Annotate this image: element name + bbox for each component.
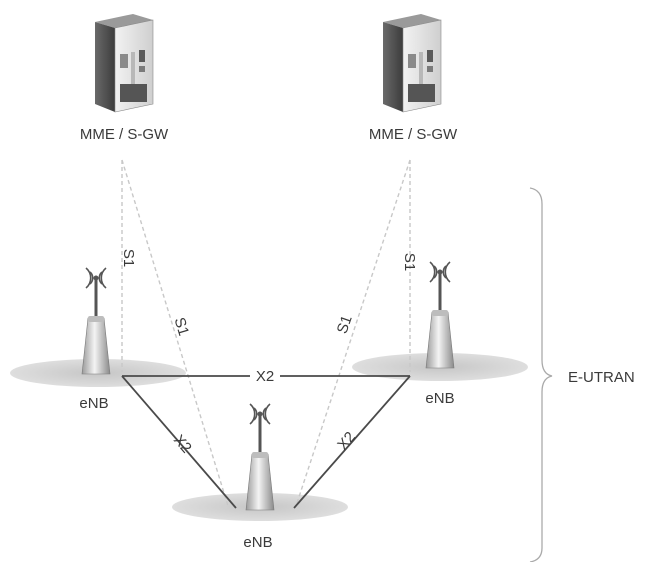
s1-left-vertical-label: S1 bbox=[120, 249, 137, 267]
e-utran-label: E-UTRAN bbox=[568, 369, 635, 386]
x2-right-label: X2 bbox=[334, 429, 359, 454]
cell-tower-icon bbox=[81, 267, 111, 375]
s1-right-diagonal-link bbox=[295, 159, 411, 507]
x2-right-link bbox=[293, 375, 411, 509]
mme-right-label: MME / S-GW bbox=[369, 126, 458, 143]
x2-top-label: X2 bbox=[256, 368, 274, 385]
server-icon bbox=[383, 14, 442, 113]
s1-left-diagonal-label: S1 bbox=[170, 315, 192, 338]
enb-bottom-label: eNB bbox=[243, 534, 272, 551]
cell-tower-icon bbox=[245, 403, 275, 511]
s1-left-diagonal-link bbox=[121, 159, 229, 507]
server-icon bbox=[95, 14, 154, 113]
e-utran-brace bbox=[529, 187, 553, 562]
cell-tower-icon bbox=[425, 261, 455, 369]
enb-right-label: eNB bbox=[425, 390, 454, 407]
s1-right-vertical-label: S1 bbox=[401, 253, 418, 271]
enb-left-label: eNB bbox=[79, 395, 108, 412]
x2-left-link bbox=[121, 375, 237, 509]
s1-right-diagonal-label: S1 bbox=[334, 313, 356, 336]
mme-left-label: MME / S-GW bbox=[80, 126, 169, 143]
